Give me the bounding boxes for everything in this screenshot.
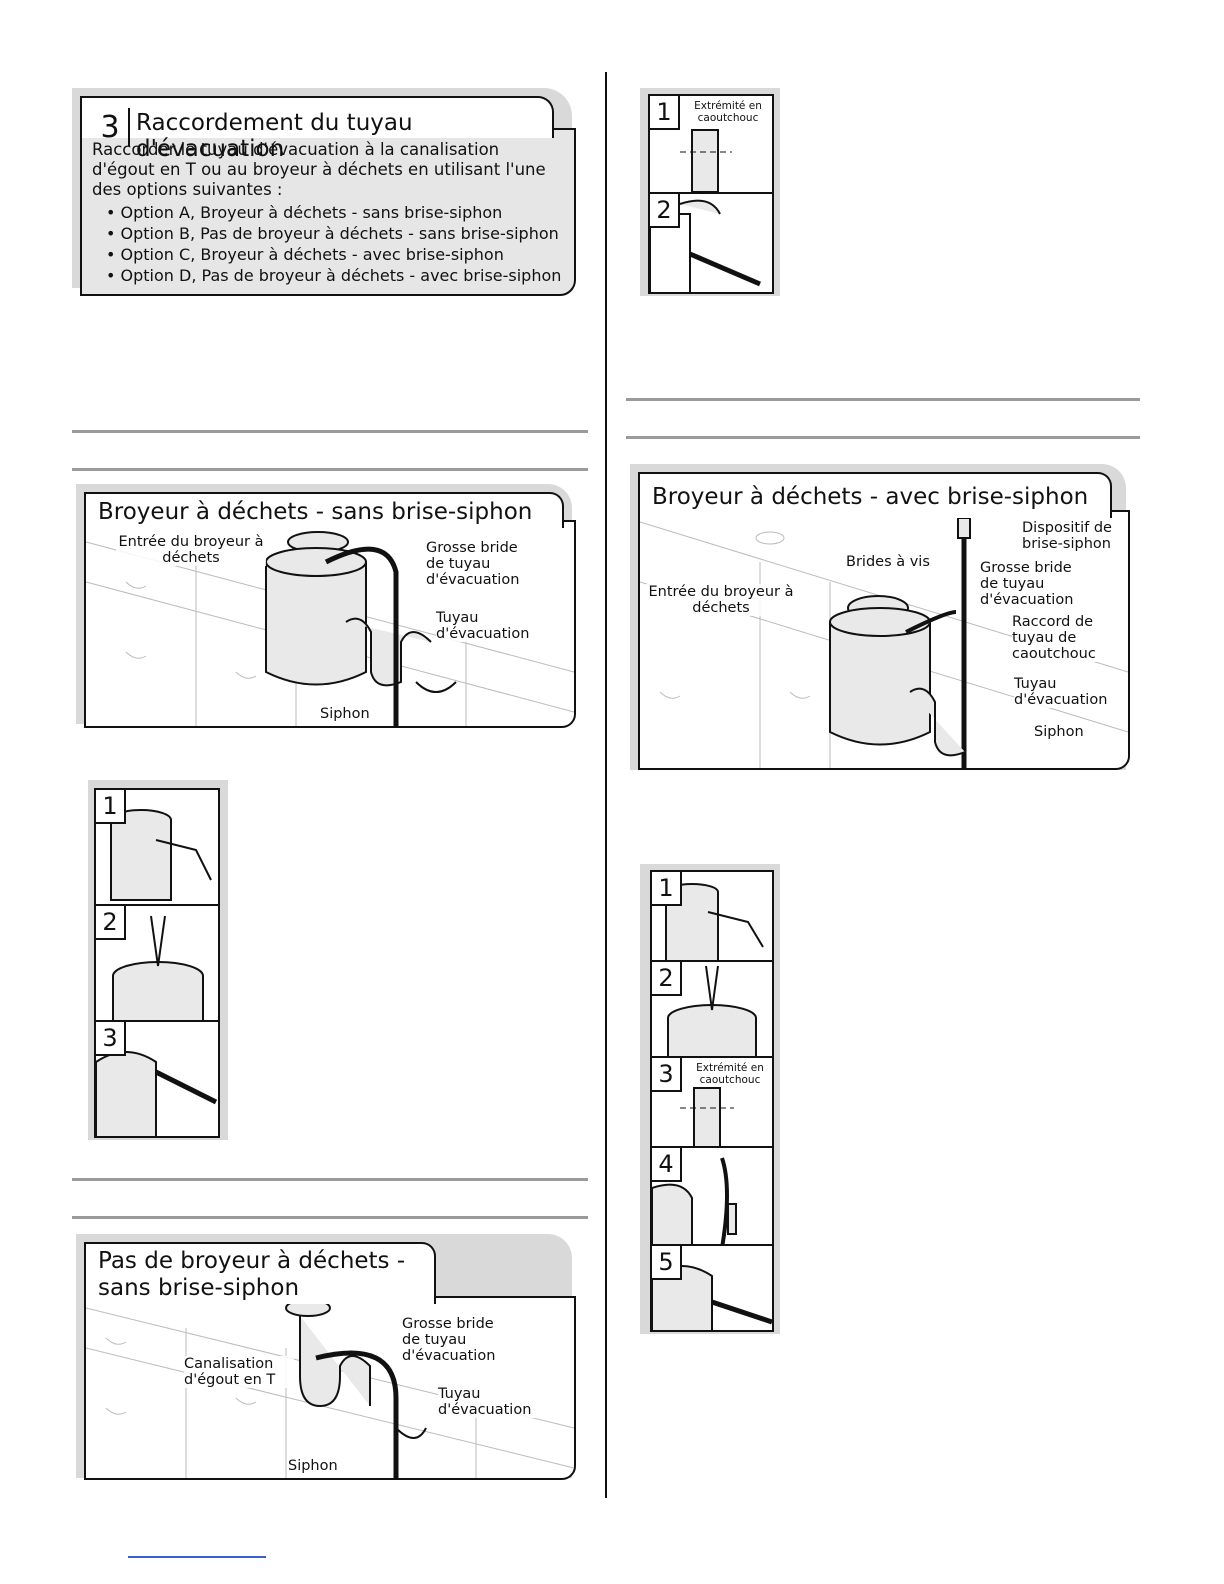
- step-number: 2: [652, 962, 682, 996]
- option-item: Option B, Pas de broyeur à déchets - san…: [106, 223, 562, 244]
- label-drain-hose: Tuyau d'évacuation: [438, 1386, 548, 1418]
- step-cell: 3 Extrémité en caoutchouc: [650, 1056, 774, 1148]
- label-trap: Siphon: [320, 706, 370, 722]
- step-cell: 4: [650, 1146, 774, 1246]
- column-divider: [605, 72, 607, 1498]
- label-airgap: Dispositif de brise-siphon: [1022, 520, 1122, 552]
- option-item: Option D, Pas de broyeur à déchets - ave…: [106, 265, 562, 286]
- step-number: 5: [652, 1246, 682, 1280]
- figure-no-disposer-no-airgap: Pas de broyeur à déchets - sans brise-si…: [76, 1234, 582, 1484]
- section-rule: [72, 430, 588, 433]
- caption-rubber-end: Extrémité en caoutchouc: [696, 1062, 764, 1086]
- label-drain-hose: Tuyau d'évacuation: [1014, 676, 1114, 708]
- step-number: 3: [96, 1022, 126, 1056]
- label-disposer-inlet: Entrée du broyeur à déchets: [116, 534, 266, 566]
- step-cell: 2: [650, 960, 774, 1058]
- section-rule: [72, 1178, 588, 1181]
- figure-disposer-with-airgap: Broyeur à déchets - avec brise-siphon Di…: [630, 464, 1136, 776]
- step-cell: 5: [650, 1244, 774, 1332]
- label-screw-clamps: Brides à vis: [846, 554, 930, 570]
- tee-drain-illustration: [86, 1299, 574, 1478]
- step-number: 2: [650, 194, 680, 228]
- section-rule: [72, 1216, 588, 1219]
- label-disposer-inlet: Entrée du broyeur à déchets: [646, 584, 796, 616]
- figure-title: Broyeur à déchets - sans brise-siphon: [84, 492, 564, 528]
- step-cell: 1 Extrémité en caoutchouc: [648, 94, 774, 194]
- step-title: Raccordement du tuyau d'évacuation: [136, 110, 413, 162]
- step-strip-left: 1 2 3: [88, 780, 228, 1140]
- hose-attach-icon: [650, 199, 761, 292]
- rubber-end-icon: [680, 1087, 734, 1146]
- step-3-box: 3 Raccordement du tuyau d'évacuation Rac…: [72, 88, 580, 296]
- section-rule: [72, 468, 588, 471]
- hose-attach-icon: [652, 1265, 772, 1330]
- step-cell: 2: [648, 192, 774, 294]
- label-drain-hose: Tuyau d'évacuation: [436, 610, 536, 642]
- connector-icon: [652, 1157, 737, 1244]
- disposer-illustration: [86, 531, 574, 726]
- step-cell: 1: [650, 870, 774, 962]
- step-strip-top-right: 1 Extrémité en caoutchouc 2: [640, 88, 780, 296]
- step-number: 3: [92, 108, 130, 146]
- step-number: 1: [650, 96, 680, 130]
- label-rubber-connector: Raccord de tuyau de caoutchouc: [1012, 614, 1112, 662]
- option-item: Option C, Broyeur à déchets - avec brise…: [106, 244, 562, 265]
- label-tee-drain: Canalisation d'égout en T: [184, 1356, 294, 1388]
- figure-title: Broyeur à déchets - avec brise-siphon: [638, 472, 1112, 518]
- step-number: 4: [652, 1148, 682, 1182]
- airgap-illustration: [640, 517, 1128, 768]
- label-hose-clamp: Grosse bride de tuyau d'évacuation: [980, 560, 1090, 608]
- step-number: 1: [652, 872, 682, 906]
- step-cell: 3: [94, 1020, 220, 1138]
- section-rule: [626, 398, 1140, 401]
- option-item: Option A, Broyeur à déchets - sans brise…: [106, 202, 562, 223]
- pliers-icon: [112, 915, 204, 1020]
- pliers-icon: [667, 965, 757, 1056]
- step-strip-right: 1 2 3 Extrémité en caoutchouc 4 5: [640, 864, 780, 1334]
- figure-title: Pas de broyeur à déchets - sans brise-si…: [84, 1242, 436, 1304]
- label-hose-clamp: Grosse bride de tuyau d'évacuation: [426, 540, 536, 588]
- figure-disposer-no-airgap: Broyeur à déchets - sans brise-siphon En…: [76, 484, 582, 732]
- step-number: 2: [96, 906, 126, 940]
- section-rule: [626, 436, 1140, 439]
- step-3-body: Raccorder le tuyau d'évacuation à la can…: [92, 140, 562, 286]
- step-intro: Raccorder le tuyau d'évacuation à la can…: [92, 140, 546, 199]
- hose-attach-icon: [96, 1051, 218, 1136]
- label-hose-clamp: Grosse bride de tuyau d'évacuation: [402, 1316, 512, 1364]
- label-trap: Siphon: [1034, 724, 1084, 740]
- step-number: 1: [96, 790, 126, 824]
- step-cell: 2: [94, 904, 220, 1022]
- caption-rubber-end: Extrémité en caoutchouc: [694, 100, 762, 124]
- footer-link-underline[interactable]: [128, 1556, 266, 1558]
- step-cell: 1: [94, 788, 220, 906]
- step-3-header: 3 Raccordement du tuyau d'évacuation: [80, 96, 554, 162]
- step-number: 3: [652, 1058, 682, 1092]
- label-trap: Siphon: [288, 1458, 338, 1474]
- option-list: Option A, Broyeur à déchets - sans brise…: [92, 202, 562, 286]
- rubber-end-icon: [680, 129, 732, 192]
